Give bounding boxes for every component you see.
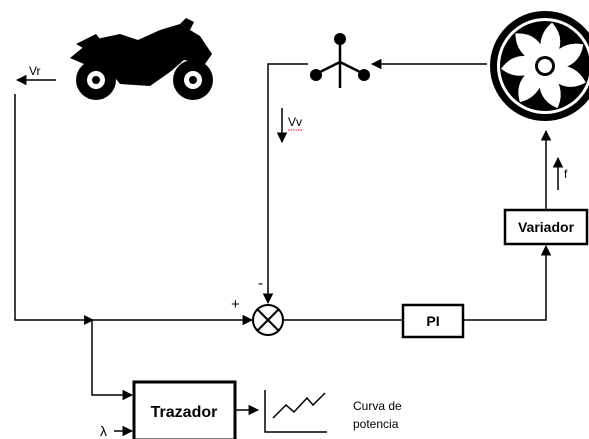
variador-block: Variador bbox=[503, 208, 589, 246]
feedback-line bbox=[14, 94, 90, 321]
motorcycle-icon bbox=[70, 18, 213, 100]
minus-sign: - bbox=[258, 275, 263, 292]
curve-caption-line2: potencia bbox=[353, 417, 399, 431]
pi-block: PI bbox=[401, 303, 465, 339]
trazador-block: Trazador bbox=[132, 380, 237, 439]
pi-label: PI bbox=[426, 313, 439, 329]
power-curve-icon bbox=[264, 390, 327, 433]
trazador-label: Trazador bbox=[151, 404, 218, 421]
branch-to-trazador-line bbox=[91, 320, 134, 401]
variador-label: Variador bbox=[518, 219, 575, 235]
vv-label: Vv bbox=[288, 115, 302, 129]
anemometer-to-sum-line bbox=[262, 63, 308, 305]
summing-junction-icon bbox=[252, 304, 284, 336]
curve-caption-line1: Curva de bbox=[353, 399, 402, 413]
anemometer-icon bbox=[310, 33, 370, 88]
f-label: f bbox=[564, 167, 568, 181]
lambda-label: λ bbox=[100, 423, 107, 439]
fan-icon bbox=[490, 11, 589, 121]
pi-to-variador-line bbox=[463, 244, 552, 321]
junction-arrow-icon bbox=[84, 315, 94, 325]
plus-sign: + bbox=[231, 296, 240, 313]
vr-label: Vr bbox=[29, 64, 41, 78]
